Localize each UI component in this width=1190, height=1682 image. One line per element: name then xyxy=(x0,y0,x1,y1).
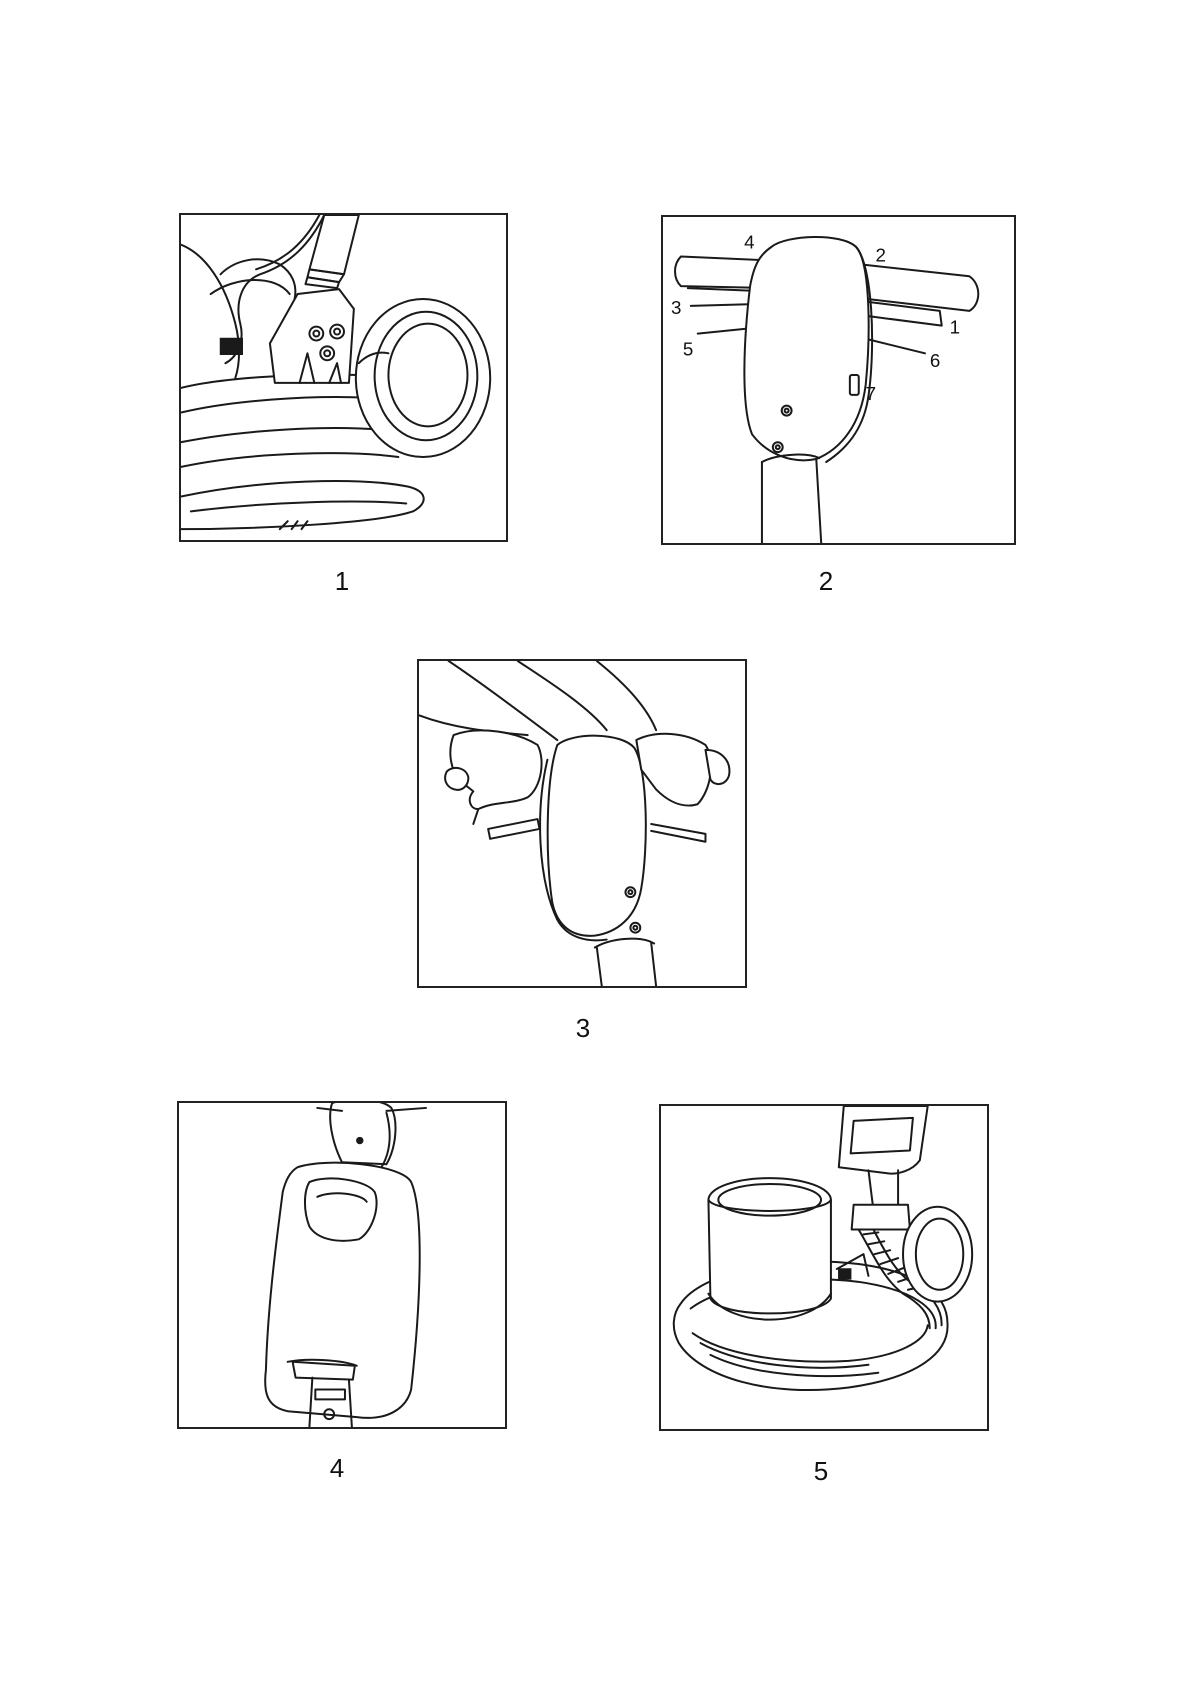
figure-4-label: 4 xyxy=(307,1453,367,1484)
callout-5: 5 xyxy=(683,338,693,359)
callout-3: 3 xyxy=(671,297,681,318)
figure-3-illustration xyxy=(417,659,747,988)
figure-5-illustration xyxy=(659,1104,989,1431)
handle-cover-rear-drawing xyxy=(179,1103,505,1427)
wheel-joint-drawing xyxy=(181,215,506,540)
control-head-drawing: 4 2 3 1 5 6 7 xyxy=(663,217,1014,543)
callout-2: 2 xyxy=(876,244,886,265)
hands-on-handle-drawing xyxy=(419,661,745,986)
figure-3-label: 3 xyxy=(553,1013,613,1044)
callout-6: 6 xyxy=(930,350,940,371)
callout-4: 4 xyxy=(744,232,754,253)
machine-base-drawing xyxy=(661,1106,987,1429)
callout-1: 1 xyxy=(950,317,960,338)
figure-2-label: 2 xyxy=(796,566,856,597)
figure-1-label: 1 xyxy=(312,566,372,597)
figure-2-illustration: 4 2 3 1 5 6 7 xyxy=(661,215,1016,545)
figure-4-illustration xyxy=(177,1101,507,1429)
figure-5-label: 5 xyxy=(791,1456,851,1487)
figure-1-illustration xyxy=(179,213,508,542)
callout-7: 7 xyxy=(866,383,876,404)
